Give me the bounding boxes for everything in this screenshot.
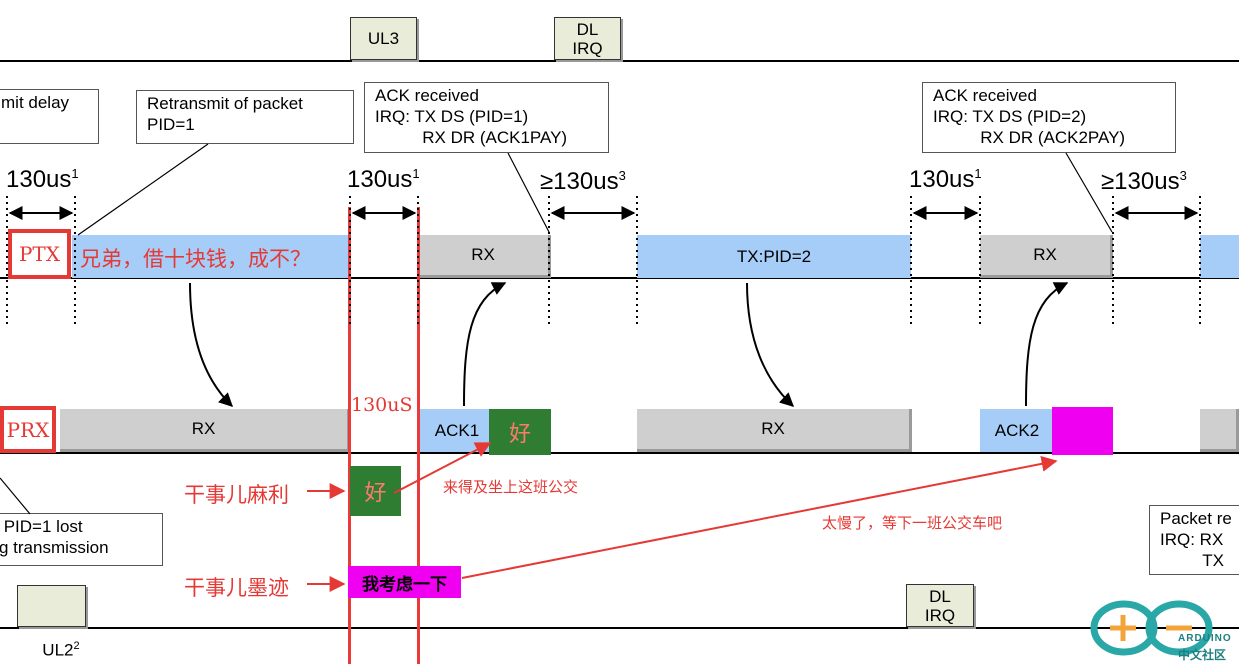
logo-name: ARDUINO [1178, 633, 1232, 644]
timing-label-1: 130us1 [6, 166, 79, 193]
retransmit-note: Retransmit of packet PID=1 [136, 90, 354, 144]
ack1-reply-block: 好 [489, 409, 551, 455]
timing-label-3: ≥130us3 [540, 168, 626, 195]
slow-worker-label: 干事儿墨迹 [184, 576, 289, 600]
ul3-box: UL3 [350, 17, 417, 60]
top-baseline [0, 60, 1239, 62]
prx-rx-segment-3 [1200, 409, 1239, 452]
ack2-payload-block [1052, 407, 1113, 455]
ptx-tag: PTX [8, 229, 71, 279]
flow-arrows [189, 282, 1069, 407]
ptx-request-text: 兄弟，借十块钱，成不？ [80, 247, 311, 271]
too-slow-label: 太慢了，等下一班公交车吧 [822, 514, 1003, 532]
catch-bus-label: 来得及坐上这班公交 [443, 478, 579, 496]
timing-label-4: 130us1 [909, 166, 982, 193]
logo-sub: 中文社区 [1178, 648, 1227, 662]
arduino-infinity-icon [1090, 600, 1213, 656]
ptx-baseline [0, 277, 1239, 279]
timing-label-5: ≥130us3 [1101, 168, 1187, 195]
ptx-rx-segment-2: RX [980, 235, 1113, 278]
ptx-dotted-markers [6, 196, 1201, 325]
ptx-rx-segment-1: RX [418, 235, 551, 278]
red-marker-line-left [348, 207, 351, 664]
prx-rx-segment-1: RX [60, 409, 350, 452]
dl-irq-top-box: DL IRQ [554, 17, 621, 60]
prx-tag: PRX [0, 406, 56, 453]
ack-received-note-1: ACK received IRQ: TX DS (PID=1) RX DR (A… [364, 82, 609, 153]
prx-ack2-segment: ACK2 [980, 409, 1054, 452]
pid-lost-note: PID=1 lost g transmission [0, 513, 163, 566]
arduino-logo: ARDUINO 中文社区 [1086, 598, 1239, 664]
red-130us-label: 130uS [351, 394, 413, 416]
good-block: 好 [350, 466, 401, 516]
dl-irq-bottom-box: DL IRQ [906, 584, 974, 627]
ptx-tx-segment-3 [1200, 235, 1239, 278]
annotation-arrows [307, 442, 1058, 592]
ul2-box: UL22 [17, 585, 86, 660]
prx-baseline [0, 452, 1239, 454]
ptx-tx-segment-1 [72, 235, 349, 278]
bottom-baseline [0, 627, 1239, 629]
prx-ack1-segment: ACK1 [420, 409, 494, 452]
timing-label-2: 130us1 [347, 166, 420, 193]
fast-worker-label: 干事儿麻利 [184, 483, 289, 507]
ack-received-note-2: ACK received IRQ: TX DS (PID=2) RX DR (A… [922, 82, 1176, 153]
ptx-tx-segment-2: TX:PID=2 [637, 235, 911, 278]
let-me-think-block: 我考虑一下 [348, 566, 461, 598]
callout-leaders [0, 143, 1113, 515]
packet-received-note: Packet re IRQ: RX TX [1149, 505, 1239, 575]
transmit-delay-note: mit delay [0, 89, 99, 144]
prx-rx-segment-2: RX [637, 409, 912, 452]
red-marker-line-right [417, 207, 420, 664]
